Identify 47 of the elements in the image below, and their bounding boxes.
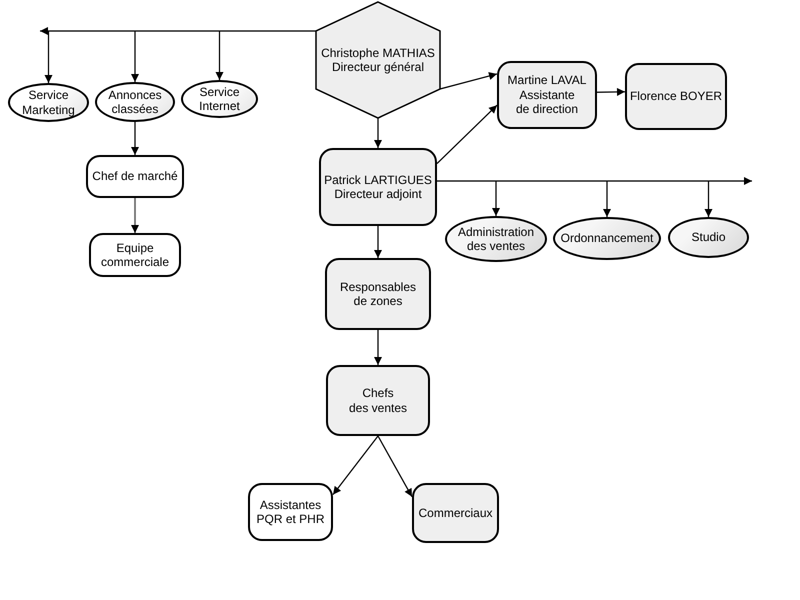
node-label: Studio [691,230,726,245]
arrow [374,226,382,258]
node-label: Martine LAVAL [508,73,586,88]
arrow [377,436,413,498]
rounded-box [248,483,333,541]
node-label: Assistante de direction [516,88,578,117]
node-label: Christophe MATHIAS [321,46,435,60]
hexagon [316,2,440,118]
arrow [374,118,382,148]
arrow [374,330,382,365]
node-label: Florence BOYER [630,89,722,104]
arrow [704,181,712,217]
rounded-box [326,365,430,436]
arrow [40,27,316,35]
rounded-box [625,63,727,130]
node-label: Commerciaux [418,506,492,520]
rounded-box [319,148,437,226]
arrow [436,104,498,164]
node-label: Ordonnancement [560,231,654,246]
node-label: Patrick LARTIGUES [324,172,432,187]
rounded-box [497,61,597,129]
node-label: Directeur adjoint [334,187,422,202]
rounded-box [412,483,499,543]
node-label: Administration des ventes [456,224,536,254]
arrow [603,181,611,217]
node-label: Responsables de zones [340,280,416,308]
node-label: Service Internet [198,84,241,114]
node-label: Annonces classées [107,88,163,116]
arrow [437,177,752,185]
arrow [492,181,500,216]
node-label: Chef de marché [92,169,178,184]
arrow [131,122,139,155]
arrow [440,72,498,90]
rounded-box [325,258,431,330]
node-label: Directeur général [332,60,424,74]
node-label: Chefs des ventes [348,386,408,415]
arrow [596,88,626,96]
arrow [131,198,139,233]
node-label: Equipe commerciale [100,240,170,270]
rounded-box [86,155,184,198]
node-label: Assistantes PQR et PHR [255,498,326,526]
rounded-box [89,233,181,277]
arrow [216,31,224,80]
arrow [44,31,52,83]
arrow [131,31,139,82]
node-label: Service Marketing [21,88,76,117]
arrow [332,436,378,495]
